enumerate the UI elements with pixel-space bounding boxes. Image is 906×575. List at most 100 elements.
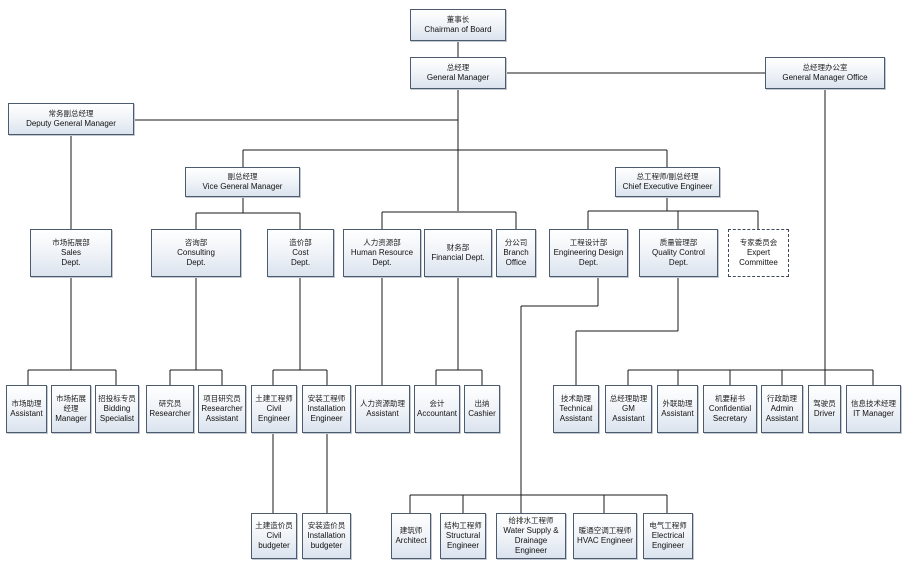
node-structural-engineer: 结构工程师 Structural Engineer: [440, 513, 486, 559]
node-market-assistant: 市场助理 Assistant: [6, 385, 47, 433]
node-label-en: Electrical Engineer: [651, 531, 685, 550]
node-label-zh: 项目研究员: [203, 394, 241, 403]
node-civil-engineer: 土建工程师 Civil Engineer: [251, 385, 297, 433]
node-label-en: Civil Engineer: [257, 404, 291, 423]
node-label-en: Accountant: [416, 409, 458, 418]
node-gm-office: 总经理办公室 General Manager Office: [765, 57, 885, 89]
node-quality-control-dept: 质量管理部 Quality Control Dept.: [639, 229, 718, 277]
node-label-en: Installation budgeter: [307, 531, 346, 550]
node-label-en: Researcher Assistant: [201, 404, 243, 423]
node-market-manager: 市场拓展 经理 Manager: [51, 385, 91, 433]
node-label-en: Branch Office: [503, 248, 529, 267]
node-sales-dept: 市场拓展部 Sales Dept.: [30, 229, 112, 277]
node-label-zh: 机要秘书: [715, 394, 745, 403]
node-admin-assistant: 行政助理 Admin Assistant: [761, 385, 803, 433]
node-label-zh: 市场拓展 经理: [56, 394, 86, 413]
node-researcher-assistant: 项目研究员 Researcher Assistant: [198, 385, 246, 433]
node-label-zh: 暖通空调工程师: [578, 526, 632, 535]
node-label-en: Sales Dept.: [60, 248, 81, 267]
node-label-en: Confidential Secretary: [708, 404, 752, 423]
node-label-en: Researcher: [149, 409, 191, 418]
node-architect: 建筑师 Architect: [391, 513, 431, 559]
node-label-en: Engineering Design Dept.: [553, 248, 624, 267]
node-label-en: Architect: [395, 536, 427, 545]
node-installation-engineer: 安装工程师 Installation Engineer: [302, 385, 351, 433]
node-label-zh: 总经理助理: [609, 394, 648, 403]
node-label-zh: 结构工程师: [444, 521, 482, 530]
node-label-en: Vice General Manager: [202, 182, 283, 191]
node-chief-engineer: 总工程师/副总经理 Chief Executive Engineer: [615, 167, 720, 197]
node-label-en: Bidding Specialist: [99, 404, 135, 423]
node-label-en: Structural Engineer: [445, 531, 481, 550]
node-label-zh: 技术助理: [561, 394, 591, 403]
node-label-zh: 人力资源助理: [360, 399, 405, 408]
node-hr-assistant: 人力资源助理 Assistant: [355, 385, 410, 433]
node-label-zh: 总经理: [446, 63, 470, 72]
node-label-en: Cost Dept.: [290, 248, 311, 267]
node-label-zh: 招投标专员: [98, 394, 136, 403]
node-label-en: Driver: [813, 409, 836, 418]
node-label-en: Financial Dept.: [431, 253, 485, 262]
node-gm: 总经理 General Manager: [410, 57, 506, 89]
node-hr-dept: 人力资源部 Human Resource Dept.: [343, 229, 421, 277]
node-label-zh: 安装工程师: [307, 394, 346, 403]
node-label-en: Installation Engineer: [307, 404, 346, 423]
node-gm-assistant: 总经理助理 GM Assistant: [605, 385, 652, 433]
node-it-manager: 信息技术经理 IT Manager: [846, 385, 901, 433]
node-label-zh: 咨询部: [184, 238, 208, 247]
node-bidding-specialist: 招投标专员 Bidding Specialist: [95, 385, 139, 433]
node-label-zh: 外联助理: [662, 399, 693, 408]
node-label-en: GM Assistant: [612, 404, 645, 423]
node-label-zh: 市场拓展部: [52, 238, 90, 247]
node-label-zh: 行政助理: [767, 394, 797, 403]
node-branch-office: 分公司 Branch Office: [496, 229, 536, 277]
node-label-en: Assistant: [10, 409, 43, 418]
node-label-zh: 安装造价员: [307, 521, 346, 530]
node-label-zh: 研究员: [158, 399, 182, 408]
node-cost-dept: 造价部 Cost Dept.: [267, 229, 334, 277]
node-vice-gm: 副总经理 Vice General Manager: [185, 167, 300, 197]
node-label-zh: 质量管理部: [659, 238, 698, 247]
node-researcher: 研究员 Researcher: [146, 385, 194, 433]
node-foreign-assistant: 外联助理 Assistant: [657, 385, 698, 433]
node-label-zh: 工程设计部: [569, 238, 608, 247]
node-chairman: 董事长 Chairman of Board: [410, 9, 506, 41]
node-label-en: Cashier: [468, 409, 496, 418]
node-label-zh: 给排水工程师: [508, 516, 554, 525]
node-label-en: Civil budgeter: [258, 531, 290, 550]
node-label-zh: 出纳: [474, 399, 490, 408]
node-label-zh: 专家委员会: [739, 238, 778, 247]
node-label-en: Consulting Dept.: [177, 248, 215, 267]
node-consulting-dept: 咨询部 Consulting Dept.: [151, 229, 241, 277]
node-label-en: Chief Executive Engineer: [622, 182, 713, 191]
node-label-en: Manager: [55, 414, 87, 423]
node-label-en: General Manager Office: [782, 73, 868, 82]
node-accountant: 会计 Accountant: [414, 385, 460, 433]
node-label-en: Technical Assistant: [559, 404, 593, 423]
node-label-en: Water Supply & Drainage Engineer: [503, 526, 559, 555]
node-label-zh: 电气工程师: [649, 521, 687, 530]
node-label-zh: 土建造价员: [255, 521, 293, 530]
node-financial-dept: 财务部 Financial Dept.: [424, 229, 492, 277]
node-technical-assistant: 技术助理 Technical Assistant: [553, 385, 599, 433]
node-cashier: 出纳 Cashier: [464, 385, 500, 433]
node-installation-budgeter: 安装造价员 Installation budgeter: [302, 513, 351, 559]
node-label-en: Chairman of Board: [424, 25, 492, 34]
node-label-en: Admin Assistant: [765, 404, 799, 423]
node-label-zh: 造价部: [289, 238, 312, 247]
node-label-zh: 市场助理: [11, 399, 42, 408]
node-label-en: Deputy General Manager: [26, 119, 116, 128]
node-label-en: Human Resource Dept.: [350, 248, 414, 267]
node-label-zh: 分公司: [504, 238, 528, 247]
node-label-zh: 总经理办公室: [802, 63, 848, 72]
node-label-zh: 土建工程师: [255, 394, 293, 403]
node-label-zh: 驾驶员: [813, 399, 836, 408]
node-label-en: IT Manager: [853, 409, 894, 418]
node-label-zh: 人力资源部: [363, 238, 401, 247]
node-electrical-engineer: 电气工程师 Electrical Engineer: [643, 513, 693, 559]
node-label-zh: 总工程师/副总经理: [636, 172, 699, 181]
node-label-en: General Manager: [426, 73, 490, 82]
node-expert-committee: 专家委员会 Expert Committee: [728, 229, 789, 277]
